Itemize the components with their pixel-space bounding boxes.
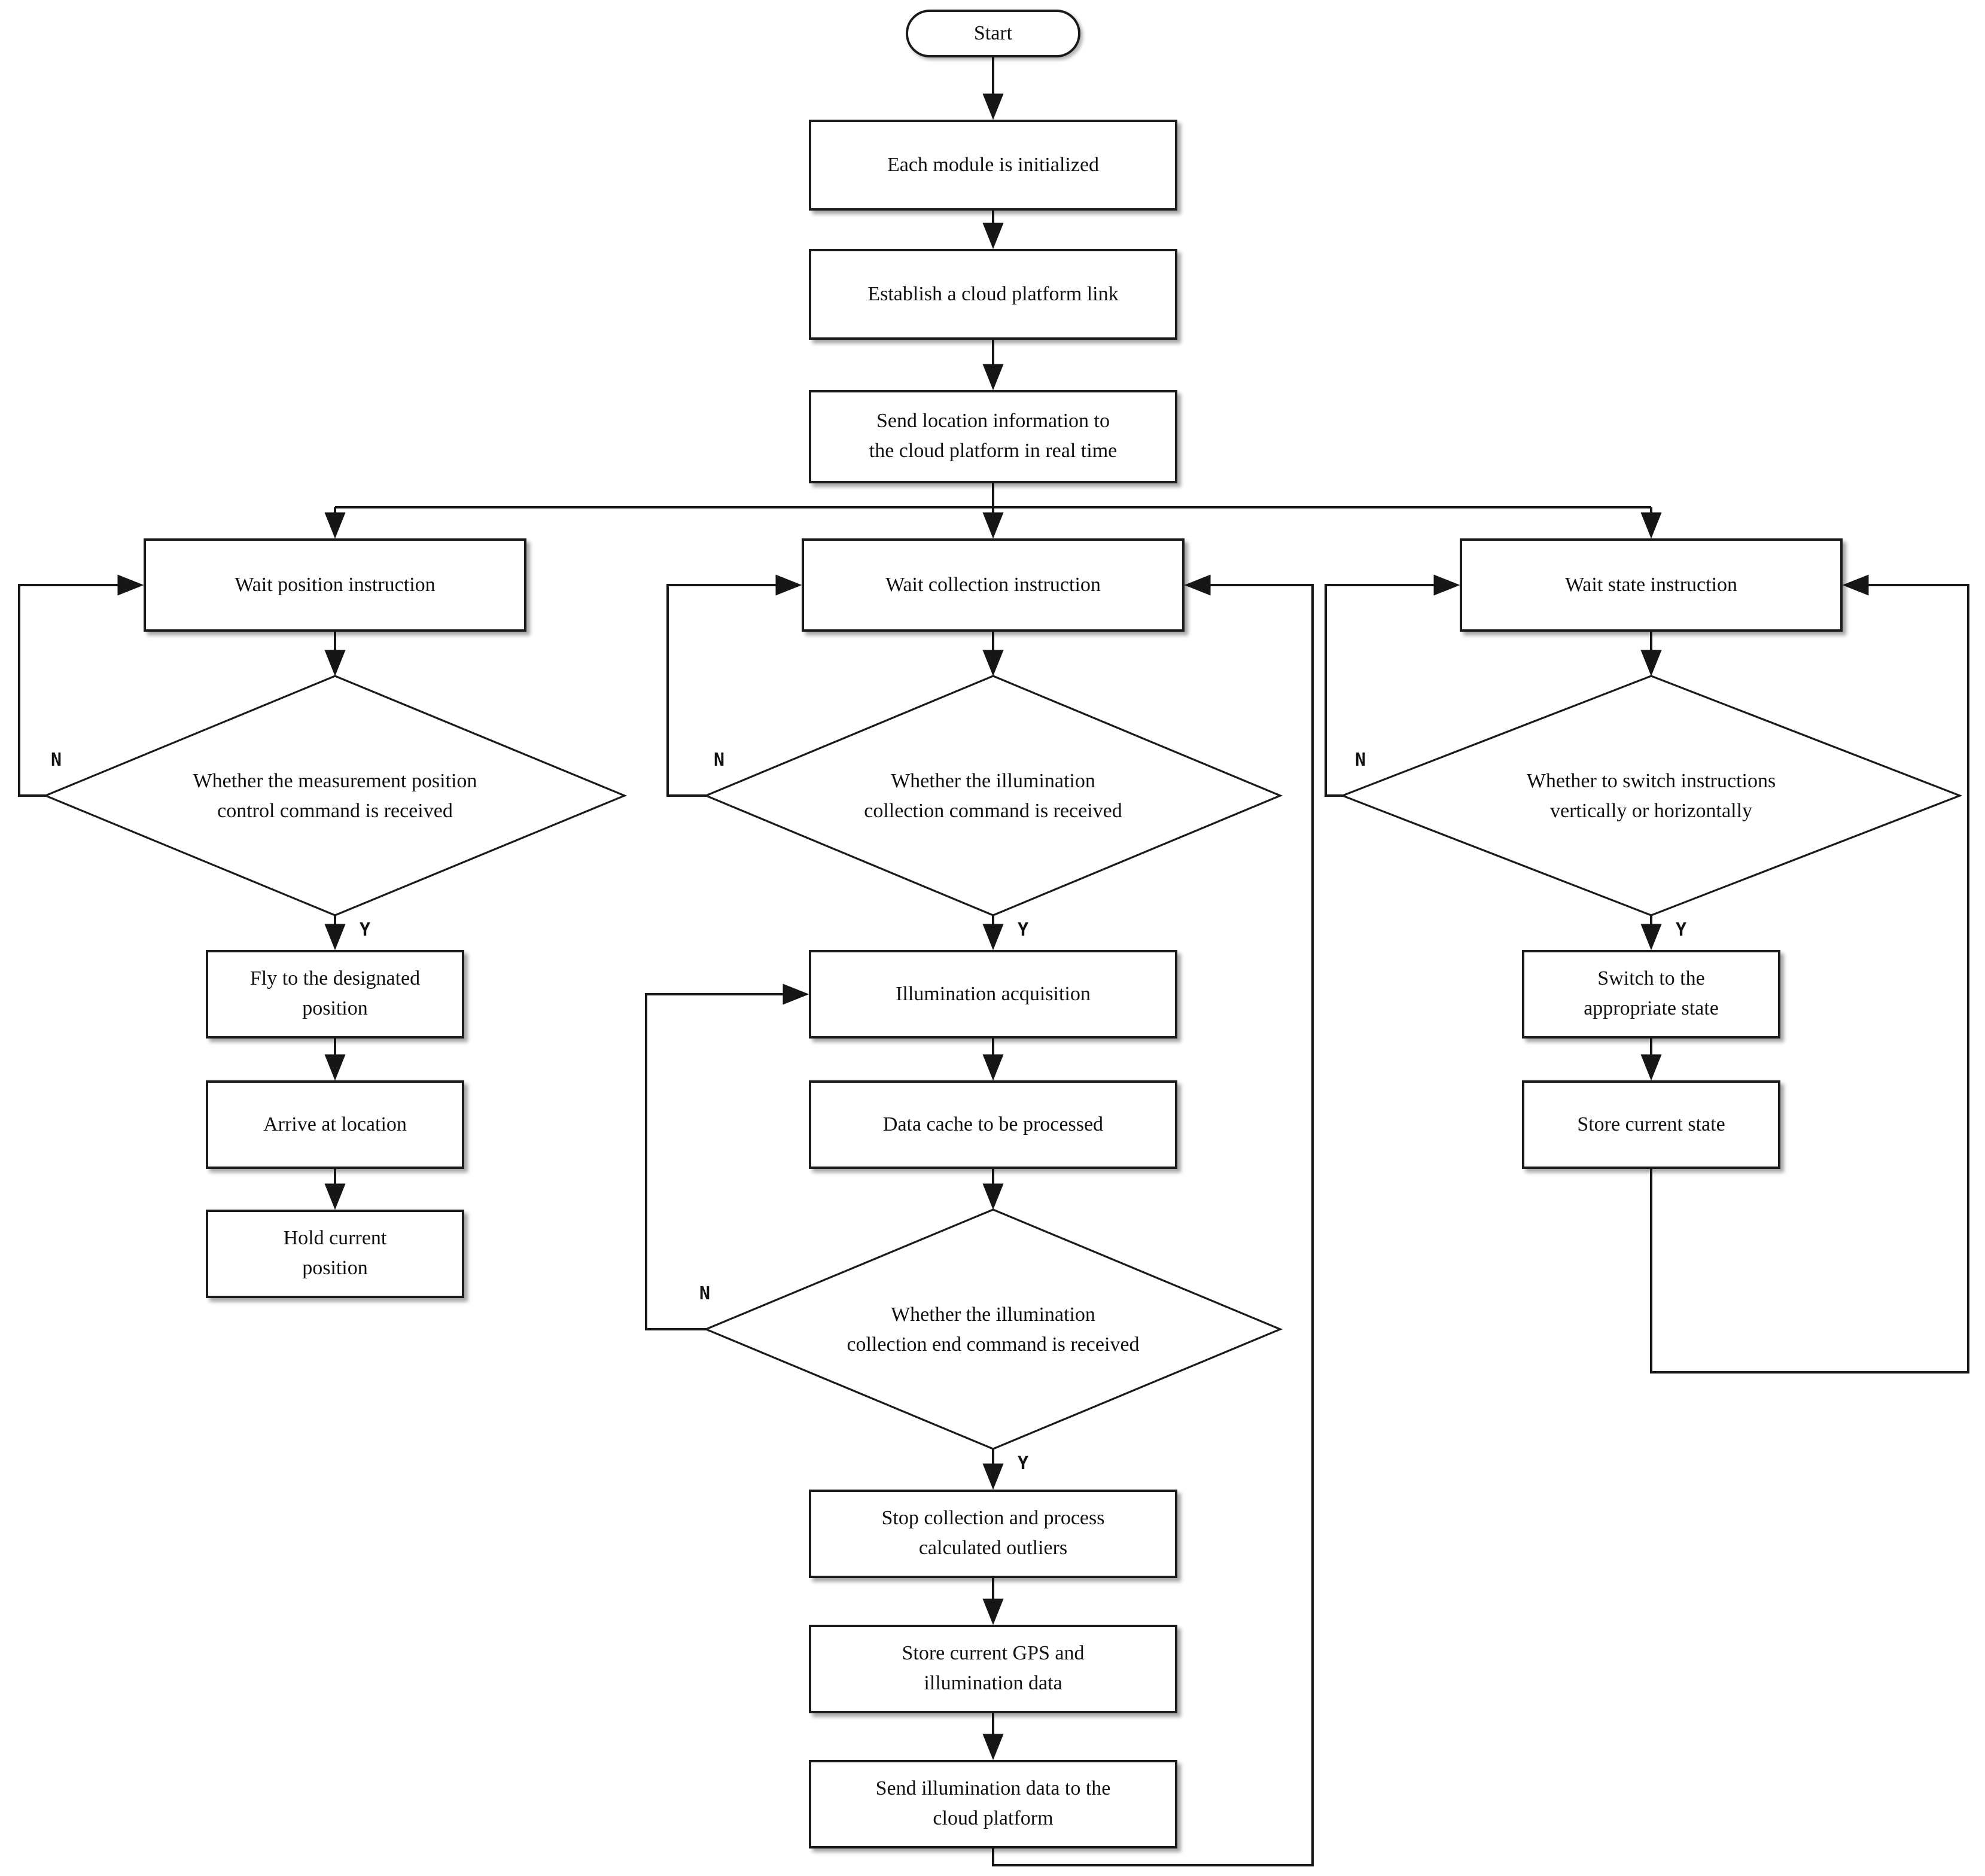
node-send-location: Send location information to the cloud p… — [809, 390, 1177, 483]
node-arrive: Arrive at location — [206, 1080, 464, 1169]
label-no-collection-end: N — [699, 1283, 711, 1304]
node-store-gps: Store current GPS and illumination data — [809, 1625, 1177, 1713]
loop-decision-switch-no — [1325, 574, 1460, 797]
diamond-collection-end — [703, 1208, 1283, 1450]
node-fly: Fly to the designated position — [206, 950, 464, 1038]
diamond-switch-instructions — [1339, 675, 1963, 916]
label-no-switch: N — [1354, 749, 1366, 770]
diamond-illumination-collection — [703, 675, 1283, 916]
label-yes-collection-end: Y — [1017, 1452, 1029, 1474]
node-store-state: Store current state — [1522, 1080, 1780, 1169]
node-init: Each module is initialized — [809, 120, 1177, 211]
node-wait-collection: Wait collection instruction — [802, 538, 1185, 632]
node-start: Start — [906, 10, 1080, 57]
loop-decision-end-no — [645, 983, 809, 1330]
loop-decision-position-no — [18, 574, 144, 797]
node-establish-link: Establish a cloud platform link — [809, 249, 1177, 340]
node-illumination-acquisition: Illumination acquisition — [809, 950, 1177, 1038]
diamond-measurement-position — [42, 675, 628, 916]
node-stop-collection: Stop collection and process calculated o… — [809, 1490, 1177, 1578]
node-hold: Hold current position — [206, 1210, 464, 1298]
node-switch-state: Switch to the appropriate state — [1522, 950, 1780, 1038]
label-no-position: N — [50, 749, 62, 770]
node-data-cache: Data cache to be processed — [809, 1080, 1177, 1169]
node-wait-state: Wait state instruction — [1460, 538, 1843, 632]
label-yes-collection: Y — [1017, 919, 1029, 940]
label-no-collection: N — [713, 749, 725, 770]
label-yes-switch: Y — [1675, 919, 1687, 940]
label-yes-position: Y — [359, 919, 371, 940]
loop-storestate-to-waitstate — [1650, 574, 1969, 1374]
node-wait-position: Wait position instruction — [144, 538, 526, 632]
node-send-illumination: Send illumination data to the cloud plat… — [809, 1760, 1177, 1848]
loop-decision-collection-no — [666, 574, 802, 797]
loop-sendillum-to-waitcollection — [992, 574, 1314, 1866]
